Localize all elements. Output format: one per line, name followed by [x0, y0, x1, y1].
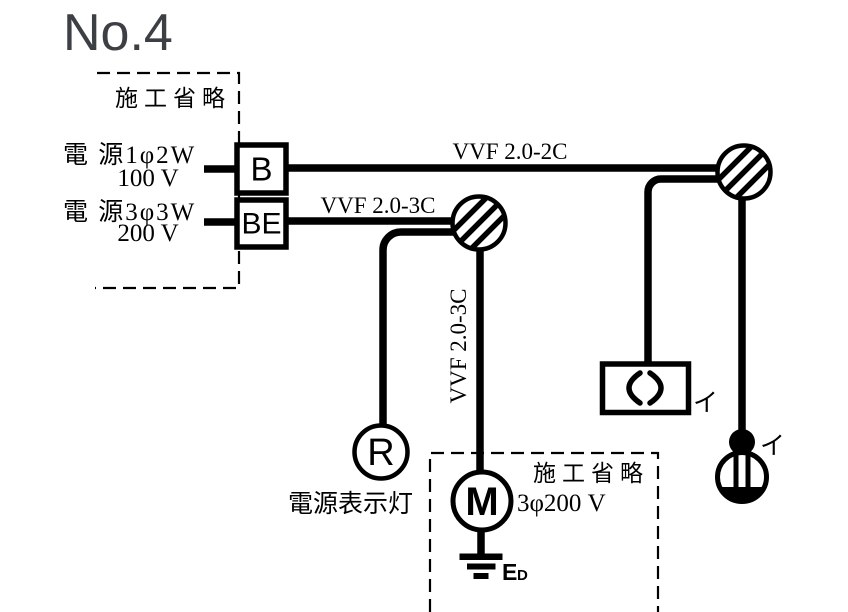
source1-label: 電 源1φ2W: [63, 141, 196, 169]
motor-spec: 3φ200 V: [517, 490, 606, 517]
ground-icon: [459, 553, 503, 579]
junction-box-right-icon: [715, 143, 773, 201]
wire-left-junction-to-pilot-lamp: [379, 228, 456, 430]
cable-label-motor-run: VVF 2.0-3C: [446, 288, 471, 403]
motor-letter: M: [465, 480, 498, 524]
ground-subscript: D: [517, 567, 528, 584]
omission-boundary-bottom: [428, 451, 660, 612]
breaker-b-label: B: [250, 151, 272, 188]
pilot-lamp-caption: 電源表示灯: [288, 490, 413, 518]
cable-label-top-run: VVF 2.0-2C: [452, 139, 567, 164]
motor-symbol: [450, 469, 514, 533]
pilot-lamp-letter: R: [367, 432, 394, 474]
lamp-receptacle-icon: [715, 450, 769, 504]
cable-label-left-run: VVF 2.0-3C: [320, 193, 435, 218]
switch-icon: [729, 429, 755, 455]
hook-ceiling-icon: [599, 361, 692, 416]
omission-bottom-label: 施工省略: [533, 461, 649, 486]
junction-box-left-icon: [450, 194, 508, 252]
source2-label: 電 源3φ3W: [63, 198, 196, 226]
breaker-be-symbol: [234, 197, 289, 250]
pilot-lamp-symbol: [352, 423, 410, 481]
ground-letter: E: [502, 559, 517, 585]
source1-voltage: 100 V: [117, 165, 178, 192]
hook-ceiling-right-paren: [647, 370, 664, 406]
page-title: No.4: [63, 4, 173, 62]
breaker-be-label: BE: [241, 208, 281, 241]
source2-voltage: 200 V: [117, 220, 178, 247]
hook-ceiling-left-paren: [626, 370, 643, 406]
wire-right-junction-to-hook-ceiling: [644, 175, 720, 364]
switch-circuit-label: イ: [760, 433, 785, 460]
breaker-b-symbol: [234, 142, 289, 196]
hook-ceiling-circuit-label: イ: [693, 390, 718, 417]
omission-top-label: 施工省略: [115, 86, 231, 111]
